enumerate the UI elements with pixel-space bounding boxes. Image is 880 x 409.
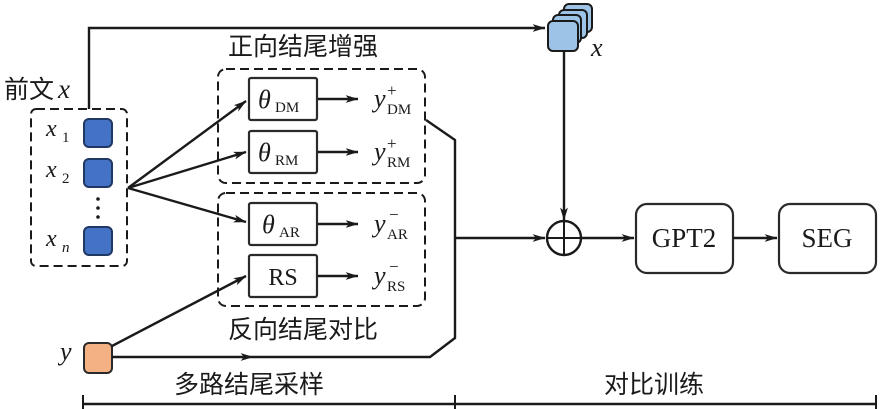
output-sub: AR (387, 227, 408, 243)
seg-box (777, 202, 878, 275)
output-sign: − (389, 257, 399, 276)
token-sub: 1 (62, 130, 70, 146)
positive-group-box (217, 68, 426, 184)
output-sub: DM (387, 102, 411, 118)
gpt2-label: GPT2 (652, 223, 717, 253)
token-var: x (45, 226, 57, 252)
negative-group-title: 反向结尾对比 (228, 315, 378, 344)
token-var: x (45, 116, 57, 142)
context-to-stack-arrow (87, 24, 546, 109)
token-square (83, 158, 113, 188)
model-rs: RS (247, 253, 319, 299)
stage-label-sampling: 多路结尾采样 (174, 370, 324, 399)
merge-bracket (253, 119, 457, 359)
stage-label-training: 对比训练 (604, 370, 704, 399)
output-var: y (371, 137, 386, 166)
context-label-var: x (57, 74, 70, 104)
output-var: y (371, 209, 386, 238)
model-ar-box (247, 201, 319, 247)
seg-label: SEG (801, 223, 852, 253)
theta-symbol: θ (258, 138, 271, 167)
token-x1: x 1 (45, 116, 113, 148)
output-rs: y − RS (371, 257, 405, 295)
output-var: y (371, 261, 386, 290)
output-sign: + (387, 134, 397, 153)
arrow-to-rm (127, 150, 247, 190)
output-rm: y + RM (371, 134, 410, 171)
output-sub: RS (387, 279, 405, 295)
token-square (83, 226, 113, 256)
combine-operator (545, 219, 583, 257)
token-square (83, 118, 113, 148)
stacked-x-icon (547, 3, 593, 52)
output-var: y (371, 84, 386, 113)
context-label: 前文 x (4, 74, 70, 104)
stage-axis (82, 395, 877, 409)
output-ar: y − AR (371, 205, 408, 243)
token-x2: x 2 (45, 157, 113, 188)
target-to-rs-arrow (111, 274, 247, 348)
model-ar: θ AR (247, 201, 319, 247)
token-var: x (45, 157, 57, 183)
negative-group-box (217, 192, 426, 307)
theta-symbol: θ (258, 85, 271, 114)
output-sign: + (387, 81, 397, 100)
theta-symbol: θ (262, 210, 275, 239)
token-sub: 2 (62, 171, 70, 187)
model-dm-box (247, 76, 319, 122)
model-dm: θ DM (247, 76, 319, 122)
stacked-x-label: x (590, 33, 603, 62)
positive-group-title: 正向结尾增强 (228, 32, 378, 61)
model-rm: θ RM (247, 129, 319, 175)
target-label: y (57, 337, 72, 366)
seg-block: SEG (777, 202, 878, 275)
context-box (30, 108, 128, 267)
arrow-to-dm (127, 100, 247, 189)
arrow-to-ar (127, 186, 247, 224)
gpt2-block: GPT2 (634, 202, 735, 275)
model-sub: AR (279, 225, 300, 241)
token-ellipsis (96, 197, 100, 219)
output-sign: − (389, 205, 399, 224)
model-rs-box (247, 253, 319, 299)
token-sub: n (62, 240, 70, 256)
model-rm-box (247, 129, 319, 175)
target-square (83, 342, 113, 374)
context-label-text: 前文 (4, 75, 54, 104)
token-xn: x n (45, 226, 113, 256)
rs-label: RS (268, 265, 297, 291)
model-sub: RM (275, 153, 298, 169)
output-dm: y + DM (371, 81, 411, 118)
output-sub: RM (387, 155, 410, 171)
model-sub: DM (275, 100, 299, 116)
